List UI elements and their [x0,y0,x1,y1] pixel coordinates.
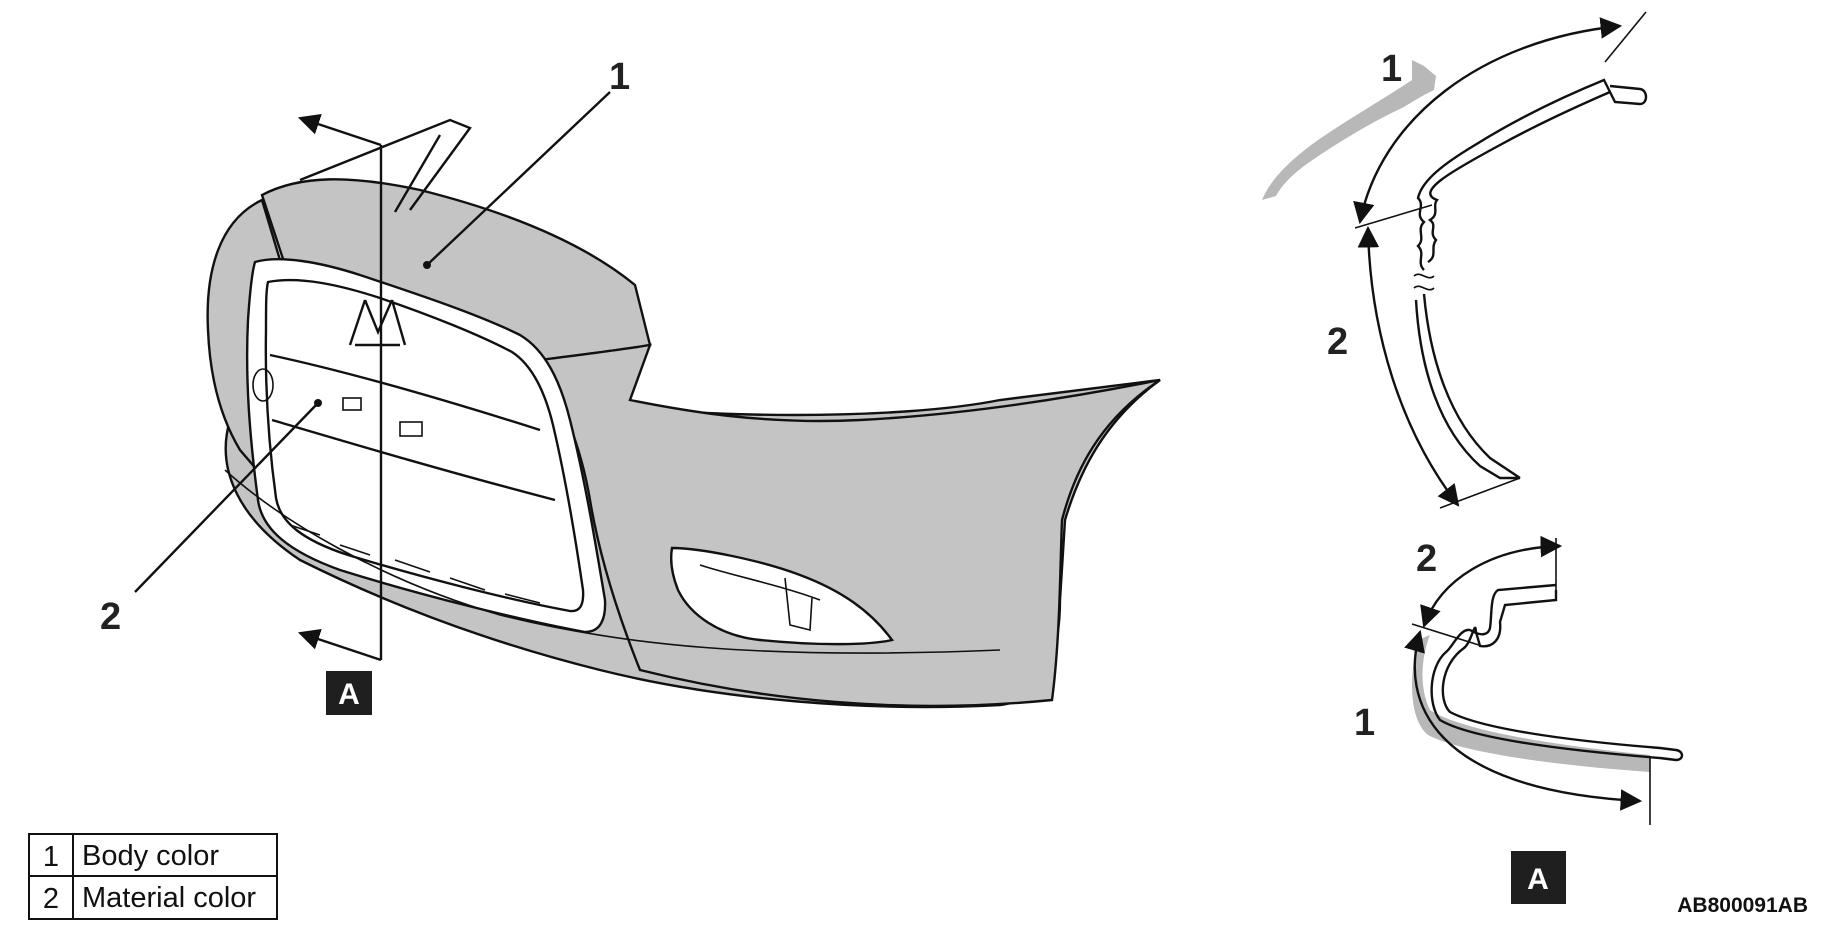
upper-ext-line-1 [1354,204,1433,229]
legend-label-1: Body color [82,840,219,872]
upper-break-mark [1413,273,1435,291]
upper-ext-line-2 [1604,11,1647,63]
main-callout-2: 2 [100,596,121,638]
section-view-lower [1404,535,1684,825]
main-section-tag-label: A [338,678,360,711]
grille-inner-frame [264,278,585,613]
lower-dim-arc-1 [1420,535,1563,629]
upper-section-profile [1427,84,1648,264]
main-section-tag-box [326,671,372,715]
front-bumper-drawing [134,91,1161,709]
lip-slots [289,524,541,604]
main-callout-1: 1 [609,56,630,98]
legend-number-1: 1 [43,841,59,873]
emblem-outline [348,299,407,347]
legend-number-2: 2 [43,883,59,915]
upper-dim-arc-1 [1353,17,1623,225]
bracket-1 [342,397,362,411]
leader-2 [134,402,319,593]
leader-1 [426,91,611,266]
section-arrow-top [297,113,382,147]
upper-dim-arc-2 [1357,225,1460,507]
upper-callout-1: 1 [1381,48,1402,90]
lower-paint-band [1412,635,1650,772]
figure-code: AB800091AB [1677,894,1808,917]
section-view-tag-label: A [1527,863,1549,896]
grille-crossbar [269,353,556,502]
upper-ext-line-3 [1439,477,1521,509]
section-arrow-bottom [297,628,382,662]
lower-callout-2: 2 [1416,538,1437,580]
bracket-2 [399,421,423,437]
lower-dim-arc-2 [1404,629,1643,811]
lower-callout-1: 1 [1354,702,1375,744]
upper-section-lower-wall [1414,293,1521,480]
bumper-right-body [538,343,1161,708]
section-view-tag-box [1511,851,1566,904]
main-section-tag: A [326,671,372,715]
section-view-tag: A [1511,851,1566,904]
section-view-upper [1262,11,1648,509]
legend-label-2: Material color [82,882,256,914]
lower-character-line [224,469,1001,654]
fog-lamp-detail [699,564,821,632]
upper-paint-band [1262,60,1436,200]
legend-table: 1 Body color 2 Material color [28,833,278,920]
lower-ext-line-1 [1411,623,1483,647]
grille-opening [245,258,607,634]
upper-callout-2: 2 [1327,321,1348,363]
upper-brace [299,118,472,213]
tow-hook-cover [252,368,274,402]
